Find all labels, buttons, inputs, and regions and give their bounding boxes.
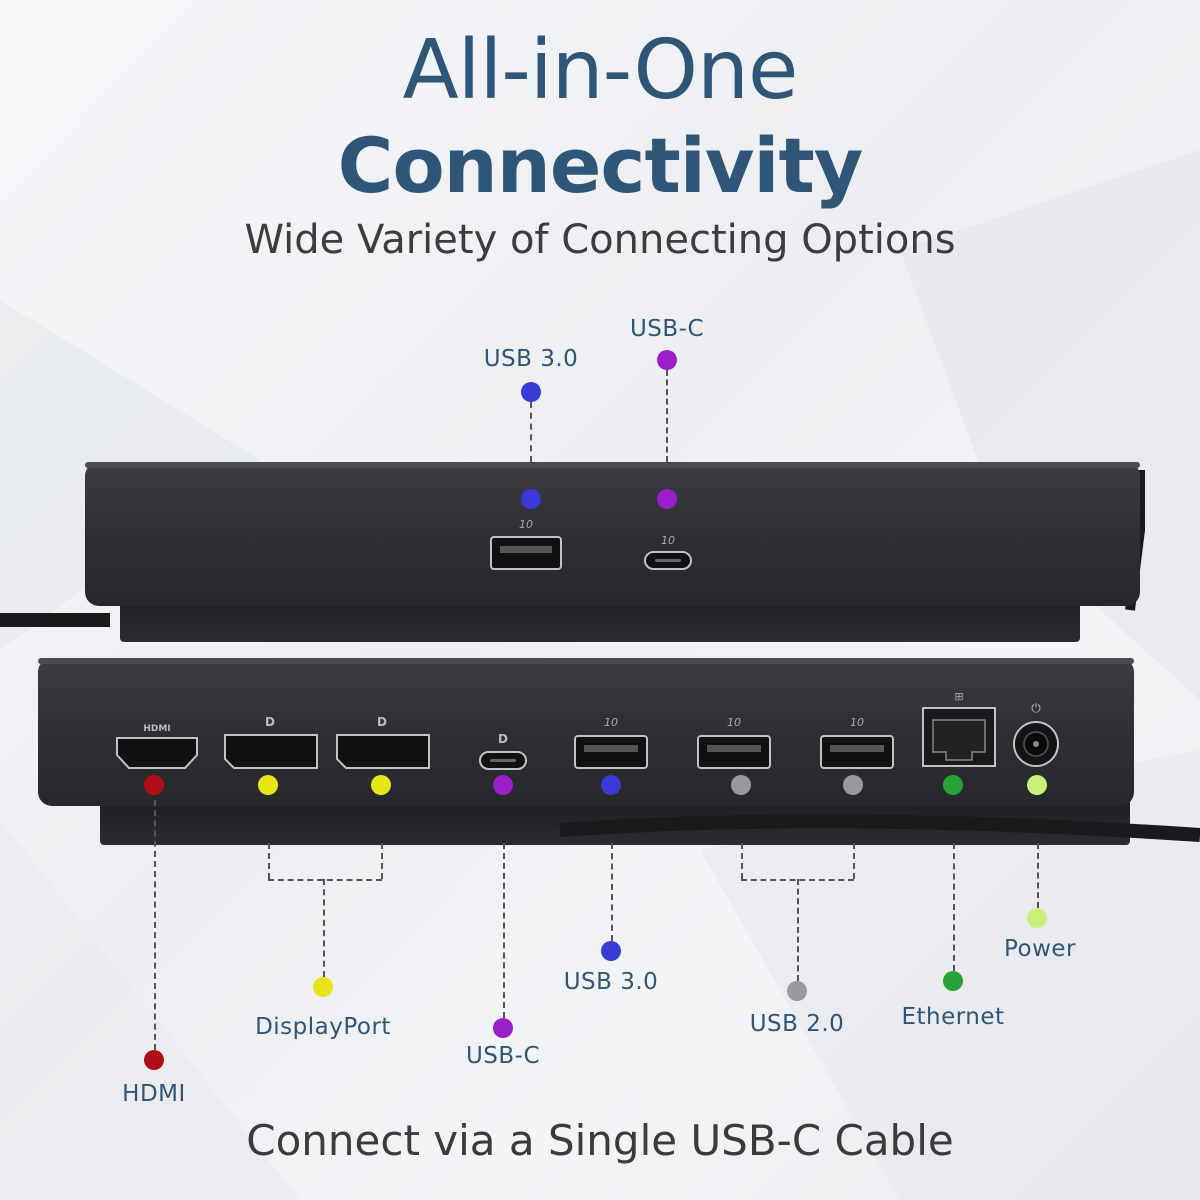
port-dot-hdmi [144, 775, 164, 795]
bracket-line [268, 879, 382, 881]
callout-dot-usb2 [787, 981, 807, 1001]
title-line-1: All-in-One [402, 23, 799, 118]
footer-tagline: Connect via a Single USB-C Cable [246, 1116, 954, 1165]
label-usb3-front: USB 3.0 [483, 346, 579, 372]
port-dot-usbc [493, 775, 513, 795]
leader-line [953, 843, 955, 971]
port-dot-ethernet [943, 775, 963, 795]
svg-text:D: D [265, 715, 275, 729]
svg-text:D: D [498, 732, 508, 746]
port-dot-usb3 [601, 775, 621, 795]
svg-text:D: D [377, 715, 387, 729]
port-dot-usb3-front [521, 489, 541, 509]
speed-marking: 10 [727, 716, 741, 729]
leader-line [741, 843, 743, 879]
label-usb3: USB 3.0 [563, 969, 659, 995]
leader-line [666, 370, 668, 462]
leader-line [853, 843, 855, 879]
label-power: Power [1003, 936, 1077, 962]
callout-dot-usb3 [601, 941, 621, 961]
port-dot-power [1027, 775, 1047, 795]
displayport-icon [224, 734, 318, 769]
callout-dot-ethernet [943, 971, 963, 991]
label-usbc: USB-C [465, 1043, 541, 1069]
subtitle: Wide Variety of Connecting Options [244, 217, 956, 263]
leader-line [154, 800, 156, 1050]
speed-marking: 10 [604, 716, 618, 729]
speed-marking: 10 [661, 534, 675, 547]
callout-dot-usbc-front [657, 350, 677, 370]
port-dot-displayport [371, 775, 391, 795]
speed-marking: 10 [850, 716, 864, 729]
port-dot-usb2 [843, 775, 863, 795]
title-line-2: Connectivity [337, 121, 864, 210]
leader-line [797, 879, 799, 981]
label-hdmi: HDMI [122, 1081, 186, 1107]
hdmi-marking: HDMI [143, 724, 170, 734]
leader-line [381, 843, 383, 879]
leader-line [611, 843, 613, 941]
displayport-icon [336, 734, 430, 769]
leader-line [530, 402, 532, 462]
callout-dot-usbc [493, 1018, 513, 1038]
label-displayport: DisplayPort [255, 1014, 391, 1040]
leader-line [503, 843, 505, 1018]
label-usb2: USB 2.0 [749, 1011, 845, 1037]
leader-line [268, 843, 270, 879]
leader-line [1037, 843, 1039, 908]
label-ethernet: Ethernet [901, 1004, 1005, 1030]
svg-text:⏻: ⏻ [1031, 701, 1041, 715]
callout-dot-hdmi [144, 1050, 164, 1070]
dock-rear-view: HDMI D D D 10 10 10 ⊞ ⏻ [38, 658, 1200, 845]
leader-line [323, 879, 325, 977]
label-usbc-front: USB-C [629, 316, 705, 342]
callout-dot-power [1027, 908, 1047, 928]
hdmi-port-icon [116, 737, 198, 769]
callout-dot-usb3-front [521, 382, 541, 402]
dock-front-view: 10 10 [85, 462, 1140, 642]
callout-dot-displayport [313, 977, 333, 997]
svg-text:⊞: ⊞ [954, 690, 963, 703]
port-dot-usb2 [731, 775, 751, 795]
port-dot-usbc-front [657, 489, 677, 509]
port-dot-displayport [258, 775, 278, 795]
speed-marking: 10 [519, 518, 533, 531]
